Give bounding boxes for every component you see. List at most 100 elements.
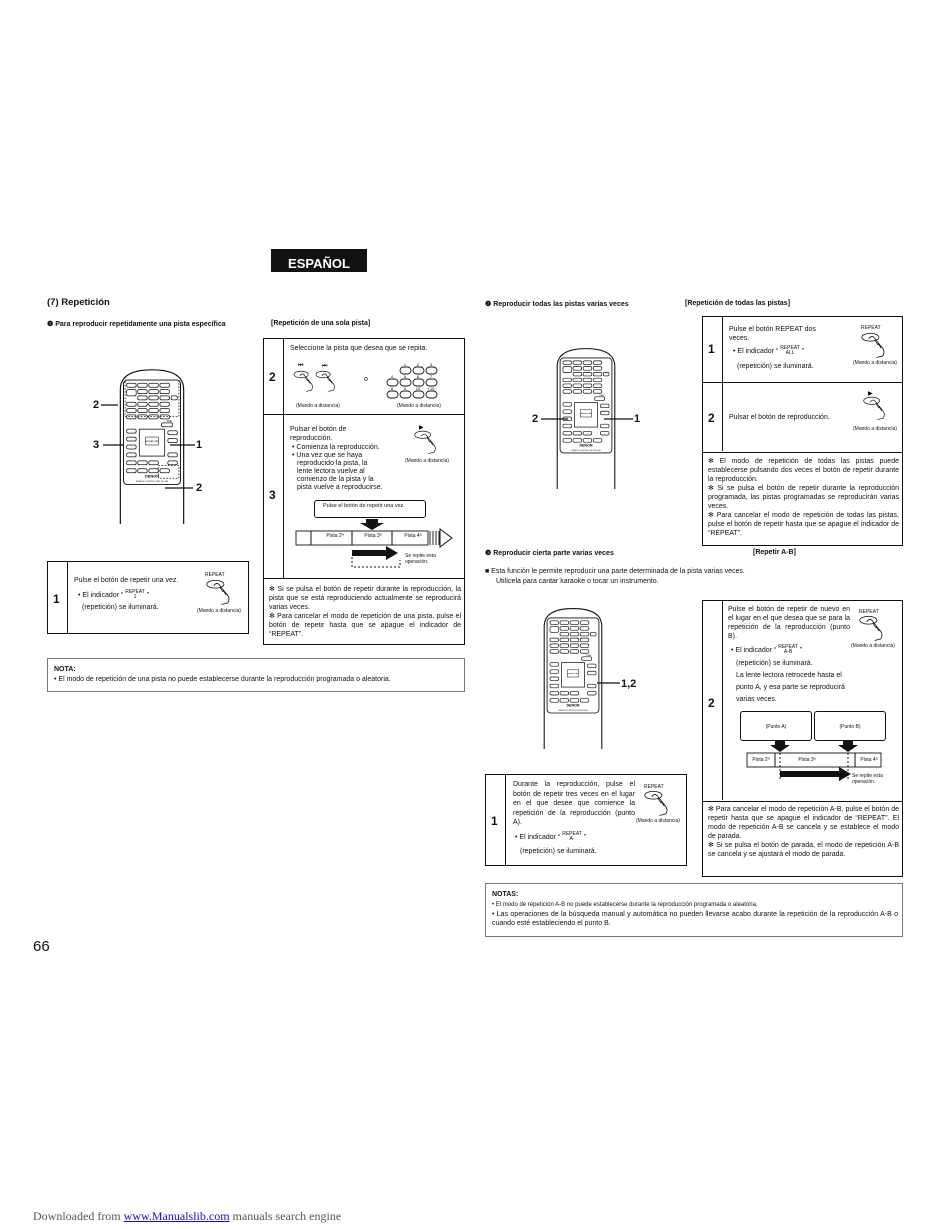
svg-text:10: 10 <box>416 386 421 391</box>
s2-step2-num: 2 <box>708 411 715 425</box>
s1-steps-box: 2 Seleccione la pista que desea que se r… <box>263 338 465 645</box>
s3-note-2: ✻ Si se pulsa el botón de parada, el mod… <box>708 842 899 858</box>
s1-step1-box: 1 Pulse el botón de repetir una vez. • E… <box>47 561 249 634</box>
s1-nota-box: NOTA: • El modo de repetición de una pis… <box>47 658 465 692</box>
s3-notas-2: • Las operaciones de la búsqueda manual … <box>492 911 898 927</box>
s3-step1-ind-bot: A- <box>569 836 575 842</box>
s2-step1-ind-top: REPEAT <box>780 345 800 351</box>
svg-text:2: 2 <box>417 362 420 367</box>
page-number: 66 <box>33 938 50 955</box>
s3-point-b: (Punto B) <box>814 711 886 741</box>
download-footer: Downloaded from www.Manualslib.com manua… <box>33 1209 341 1224</box>
svg-text:▶: ▶ <box>868 391 873 397</box>
s2-steps-box: 1 Pulse el botón REPEAT dos veces. • El … <box>702 316 903 546</box>
footer-prefix: Downloaded from <box>33 1209 124 1223</box>
s1-nota-text: • El modo de repetición de una pista no … <box>54 676 391 683</box>
s1-step1-bullet: • El indicador “ <box>78 591 124 599</box>
s1-step2-caption-right: (Mando a distancia) <box>397 403 441 409</box>
s1-bracket: [Repetición de una sola pista] <box>271 320 371 327</box>
s1-step3-caption: (Mando a distancia) <box>405 458 449 464</box>
svg-text:+10: +10 <box>428 386 436 391</box>
s3-step2-text3a: La lente lectora retrocede hasta el <box>736 672 842 679</box>
svg-text:1: 1 <box>404 362 407 367</box>
s3-step2-bullet-end: ” <box>799 646 803 654</box>
s3-step2-ind-bot: A-B <box>783 649 793 655</box>
s1-step3-b1: • Comienza la reproducción. <box>292 444 380 451</box>
s3-step1-caption: (Mando a distancia) <box>636 818 680 824</box>
s1-callout-3: 3 <box>93 439 100 451</box>
s2-step1-caption: (Mando a distancia) <box>853 360 897 366</box>
s2-step2-text: Pulsar el botón de reproducción. <box>729 414 830 421</box>
s1-track-4: Pista 4ª <box>404 533 422 539</box>
s3-step2-text3b: punto A, y esa parte se reproducirá <box>736 684 845 691</box>
s3-repeat-caption: Se repite esta operación. <box>852 773 883 785</box>
s1-step1-bullet-end: ” <box>146 591 150 599</box>
s1-step1-ind-bot: 1 <box>133 594 137 600</box>
s1-step3-line1: Pulsar el botón de <box>290 426 347 433</box>
s3-step2-btn-label: REPEAT <box>859 609 879 615</box>
s1-callout-1: 1 <box>196 439 203 451</box>
s1-step3-b2e: pista vuelve a reproducirse. <box>297 484 383 491</box>
s1-step3-num: 3 <box>269 488 276 502</box>
skip-buttons-icon: ⏮⏭ <box>293 363 335 392</box>
s3-step1-ind-top: REPEAT <box>562 831 582 837</box>
s3-track-2: Pista 2ª <box>752 757 770 763</box>
s1-track-diagram <box>295 519 453 568</box>
s3-track-3: Pista 3ª <box>798 757 816 763</box>
s1-track-3: Pista 3ª <box>364 533 382 539</box>
s3-step1-bullet-end: ” <box>583 833 587 841</box>
manualslib-link[interactable]: www.Manualslib.com <box>123 1209 230 1223</box>
s3-step2-text: Pulse el botón de repetir de nuevo en el… <box>728 606 850 640</box>
svg-text:3: 3 <box>430 362 433 367</box>
svg-text:6: 6 <box>417 374 420 379</box>
s3-notas-1: • El modo de repetición A-B no puede est… <box>492 902 758 908</box>
s2-step1-line2: veces. <box>729 335 750 342</box>
s1-heading: ❶ Para reproducir repetidamente una pist… <box>47 321 226 328</box>
s3-step2-box: 2 Pulse el botón de repetir de nuevo en … <box>702 600 903 877</box>
s1-track-2: Pista 2ª <box>326 533 344 539</box>
svg-text:4: 4 <box>391 374 394 379</box>
s2-note-2: ✻ Si se pulsa el botón de repetir durant… <box>708 485 899 510</box>
s3-callout-line <box>597 682 620 684</box>
s1-step1-num: 1 <box>53 592 60 606</box>
s1-step1-text2: (repetición) se iluminará. <box>82 604 159 611</box>
s2-callout-1: 1 <box>634 413 641 425</box>
s1-callout-lines <box>101 404 195 489</box>
s2-step1-bullet-end: ” <box>801 347 805 355</box>
s1-note-1: ✻ Si se pulsa el botón de repetir durant… <box>269 586 461 611</box>
finger-press-icon <box>644 790 668 816</box>
s2-step1-text2: (repetición) se iluminará. <box>737 363 814 370</box>
s3-step2-text3c: varias veces. <box>736 696 777 703</box>
s3-callout-12: 1,2 <box>621 678 637 690</box>
s3-notas-title: NOTAS: <box>492 891 519 898</box>
s2-note-3: ✻ Para cancelar el modo de repetición de… <box>708 512 899 537</box>
svg-text:⏭: ⏭ <box>322 363 328 369</box>
s1-step1-btn-label: REPEAT <box>205 572 225 578</box>
finger-press-icon <box>206 579 230 605</box>
s3-step2-ind-top: REPEAT <box>778 644 798 650</box>
s1-step1-text: Pulse el botón de repetir una vez. <box>74 577 179 584</box>
s3-step1-btn-label: REPEAT <box>644 784 664 790</box>
finger-press-icon <box>859 615 883 641</box>
s3-step2-bullet: • El indicador “ <box>731 646 777 654</box>
finger-press-icon <box>861 332 885 358</box>
s3-track-diagram <box>746 741 882 781</box>
svg-text:▶: ▶ <box>419 425 424 431</box>
footer-suffix: manuals search engine <box>229 1209 342 1223</box>
s1-step3-b2b: reproducido la pista, la <box>297 460 368 467</box>
section-title: (7) Repetición <box>47 297 110 308</box>
play-button-icon: ▶ <box>414 425 436 454</box>
s2-step1-line1: Pulse el botón REPEAT dos <box>729 326 816 333</box>
s3-track-4: Pista 4ª <box>860 757 878 763</box>
s1-step2-num: 2 <box>269 370 276 384</box>
s1-step3-b2d: comienzo de la pista y la <box>297 476 374 483</box>
s3-step1-text2: (repetición) se iluminará. <box>520 848 597 855</box>
s3-intro-1: ■ Esta función le permite reproducir una… <box>485 568 745 575</box>
svg-text:9: 9 <box>404 386 407 391</box>
s1-note-2: ✻ Para cancelar el modo de repetición de… <box>269 613 461 638</box>
s2-heading: ❷ Reproducir todas las pistas varias vec… <box>485 301 629 308</box>
s3-step1-num: 1 <box>491 814 498 828</box>
s2-step2-caption: (Mando a distancia) <box>853 426 897 432</box>
s2-callout-lines <box>541 418 633 420</box>
s3-intro-2: Utilícela para cantar karaoke o tocar un… <box>496 578 659 585</box>
